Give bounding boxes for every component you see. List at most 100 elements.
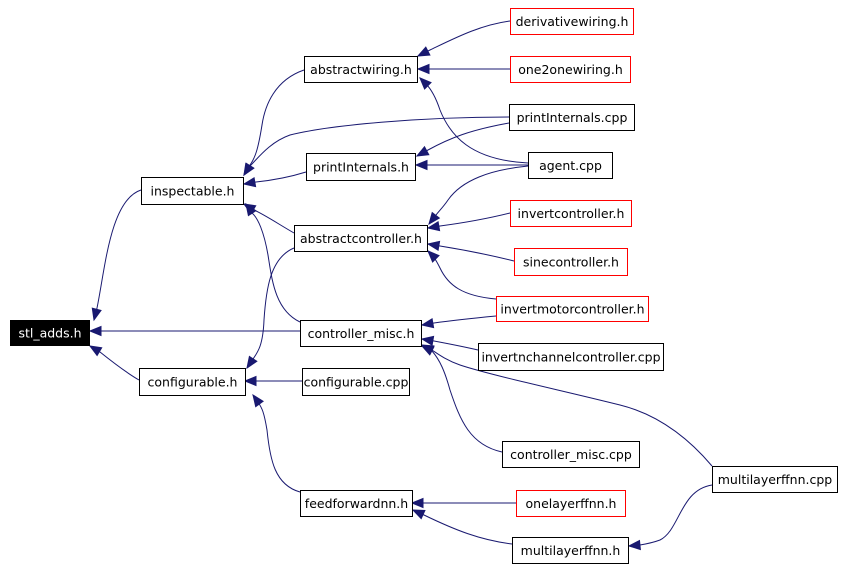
node-label: inspectable.h: [151, 184, 235, 199]
edge-line: [243, 171, 307, 185]
edge-configurable_cpp-to-configurable: [243, 375, 302, 387]
node-label: feedforwardnn.h: [305, 496, 408, 511]
edge-abstractwiring-to-inspectable: [243, 69, 305, 177]
arrowhead: [428, 211, 441, 226]
edges-layer: [88, 20, 713, 551]
edge-line: [421, 315, 497, 326]
node-label: agent.cpp: [539, 158, 602, 173]
edge-printInternals_h-to-inspectable: [242, 171, 307, 188]
arrowhead: [243, 162, 255, 177]
node-box: [528, 152, 613, 179]
edge-printInternals_cpp-to-printInternals_h: [415, 122, 510, 157]
node-label: controller_misc.h: [308, 326, 415, 341]
edge-multilayerffnn_cpp-to-multilayerffnn_h: [627, 484, 713, 551]
node-box: [304, 56, 418, 83]
node-label: printInternals.h: [313, 160, 409, 175]
node-box: [306, 153, 416, 181]
node-box: [514, 248, 628, 276]
arrowhead: [415, 145, 430, 157]
node-abstractcontroller[interactable]: abstractcontroller.h: [294, 225, 428, 252]
edge-line: [416, 122, 510, 157]
node-printInternals-h[interactable]: printInternals.h: [306, 153, 416, 181]
node-box: [516, 490, 626, 517]
node-box: [712, 466, 838, 493]
node-abstractwiring[interactable]: abstractwiring.h: [304, 56, 418, 83]
arrowhead: [420, 344, 435, 355]
edge-agent_cpp-to-abstractwiring: [419, 77, 529, 164]
edge-line: [243, 69, 305, 176]
node-invertcontroller[interactable]: invertcontroller.h: [510, 200, 632, 227]
edge-line: [89, 345, 140, 381]
node-label: configurable.h: [148, 375, 238, 390]
edge-sinecontroller-to-abstractcontroller: [426, 240, 515, 262]
edge-inspectable-to-stl_adds: [91, 189, 142, 322]
edge-configurable-to-stl_adds: [88, 345, 140, 381]
edge-invertcontroller-to-abstractcontroller: [426, 212, 511, 232]
node-box: [478, 343, 664, 371]
node-inspectable[interactable]: inspectable.h: [141, 177, 244, 205]
node-stl-adds[interactable]: stl_adds.h: [10, 320, 90, 346]
node-box: [510, 200, 632, 227]
edge-controller_misc_h-to-stl_adds: [88, 325, 300, 337]
node-printInternals-cpp[interactable]: printInternals.cpp: [509, 104, 635, 131]
arrowhead: [88, 325, 102, 337]
node-box: [510, 56, 631, 83]
node-multilayerffnn-cpp[interactable]: multilayerffnn.cpp: [712, 466, 838, 493]
edge-line: [417, 20, 511, 57]
node-box: [10, 320, 90, 346]
edge-line: [421, 345, 503, 453]
arrowhead: [411, 509, 426, 520]
node-label: invertnchannelcontroller.cpp: [481, 350, 660, 365]
node-box: [300, 490, 413, 517]
arrowhead: [243, 375, 257, 387]
node-label: printInternals.cpp: [517, 110, 628, 125]
edge-multilayerffnn_h-to-feedforwardnn: [411, 509, 513, 545]
arrowhead: [252, 393, 264, 408]
arrowhead: [426, 220, 441, 232]
node-multilayerffnn-h[interactable]: multilayerffnn.h: [512, 537, 629, 564]
edge-invertnchannelcontroller-to-controller_misc_h: [420, 335, 479, 351]
arrowhead: [88, 345, 103, 357]
node-label: invertmotorcontroller.h: [500, 302, 644, 317]
node-label: controller_misc.cpp: [510, 447, 632, 462]
arrowhead: [245, 202, 257, 217]
edge-line: [628, 484, 713, 547]
node-box: [141, 177, 244, 205]
node-sinecontroller[interactable]: sinecontroller.h: [514, 248, 628, 276]
edge-one2onewiring-to-abstractwiring: [416, 63, 510, 75]
edge-line: [427, 212, 511, 229]
arrowhead: [427, 250, 440, 263]
node-agent-cpp[interactable]: agent.cpp: [528, 152, 613, 179]
node-derivativewiring[interactable]: derivativewiring.h: [510, 8, 634, 35]
node-controller-misc-cpp[interactable]: controller_misc.cpp: [502, 441, 640, 468]
edge-agent_cpp-to-abstractcontroller: [428, 165, 529, 226]
node-invertnchannelcontroller[interactable]: invertnchannelcontroller.cpp: [478, 343, 664, 371]
node-box: [300, 320, 422, 347]
edge-line: [252, 394, 301, 493]
node-label: sinecontroller.h: [523, 255, 619, 270]
edge-line: [427, 250, 497, 300]
node-configurable[interactable]: configurable.h: [139, 368, 246, 396]
edge-feedforwardnn-to-configurable: [252, 393, 301, 493]
edge-derivativewiring-to-abstractwiring: [416, 20, 511, 57]
node-box: [302, 368, 410, 396]
node-label: invertcontroller.h: [518, 206, 625, 221]
node-box: [294, 225, 428, 252]
edge-line: [93, 189, 142, 321]
arrowhead: [426, 240, 441, 252]
node-configurable-cpp[interactable]: configurable.cpp: [302, 368, 410, 396]
node-label: one2onewiring.h: [518, 62, 623, 77]
node-invertmotorcontroller[interactable]: invertmotorcontroller.h: [496, 296, 649, 322]
arrowhead: [420, 335, 435, 347]
node-onelayerffnn[interactable]: onelayerffnn.h: [516, 490, 626, 517]
node-label: abstractwiring.h: [310, 62, 412, 77]
edge-multilayerffnn_cpp-to-controller_misc_h: [420, 344, 713, 467]
edge-abstractcontroller-to-configurable: [246, 247, 295, 370]
node-one2onewiring[interactable]: one2onewiring.h: [510, 56, 631, 83]
node-box: [139, 368, 246, 396]
node-controller-misc-h[interactable]: controller_misc.h: [300, 320, 422, 347]
arrowhead: [410, 497, 424, 509]
node-feedforwardnn[interactable]: feedforwardnn.h: [300, 490, 413, 517]
arrowhead: [242, 176, 257, 188]
